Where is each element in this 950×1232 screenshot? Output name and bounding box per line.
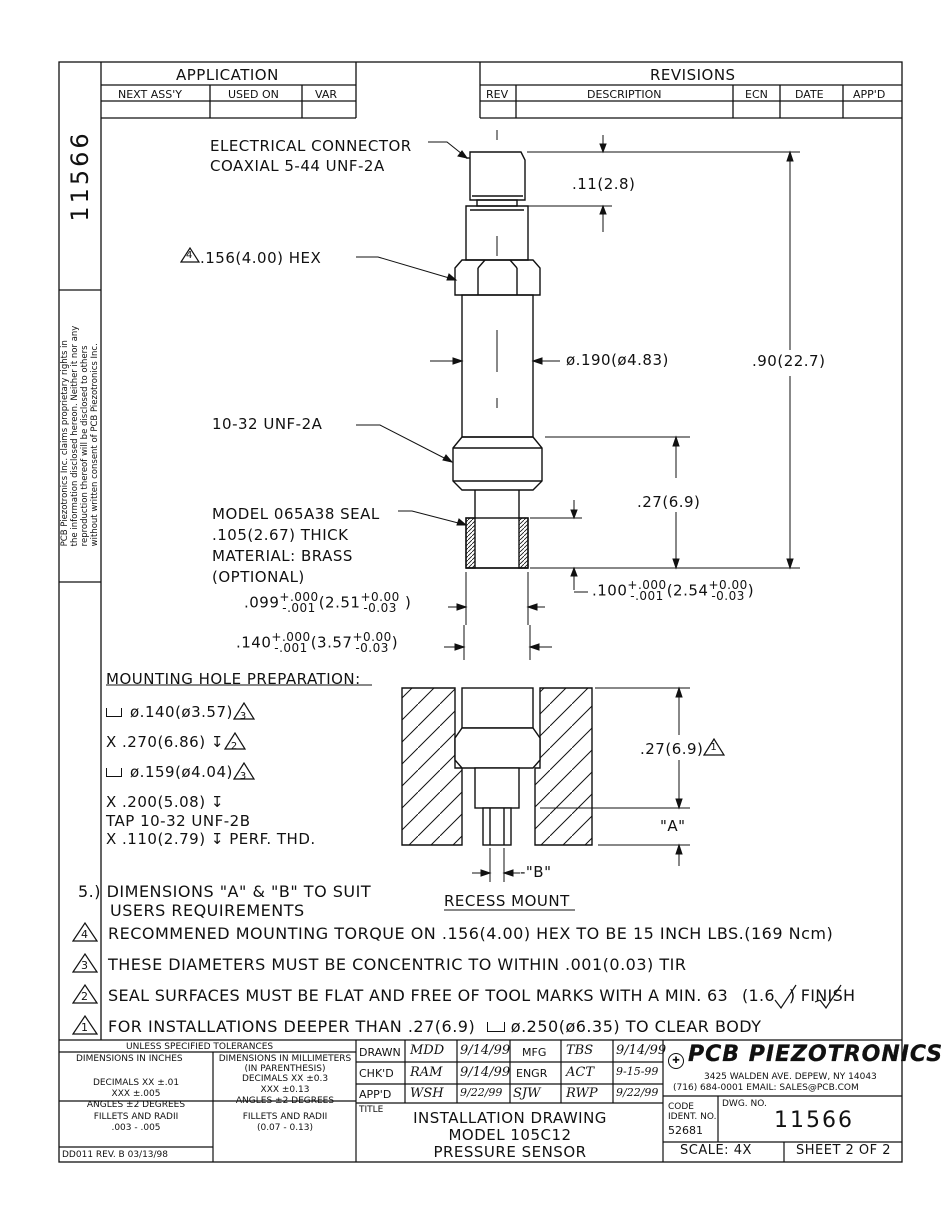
company-contact: (716) 684-0001 EMAIL: SALES@PCB.COM [673,1083,859,1093]
connector-callout: ELECTRICAL CONNECTOR COAXIAL 5-44 UNF-2A [210,137,412,175]
label-appd: APP'D [359,1088,392,1101]
dim-thread-length: .27(6.9) [637,493,701,511]
dim-seal-id: .099 +.000-.001(2.51 +0.00-0.03 ) [244,590,412,615]
dim-top-length: .11(2.8) [572,175,636,193]
triangle-flag-icon: 3 [232,762,255,782]
application-table [101,62,357,119]
company-address: 3425 WALDEN AVE. DEPEW, NY 14043 [704,1072,877,1082]
proprietary-notice: PCB Piezotronics Inc. claims proprietary… [60,325,100,547]
label-mfg: MFG [522,1046,547,1059]
dim-seal-od: .140 +.000-.001(3.57 +0.00-0.03) [236,630,399,655]
rev-col-date: DATE [795,88,824,101]
mfg-date: 9/14/99 [616,1043,667,1058]
dwg-no-label: DWG. NO. [722,1099,767,1109]
depth-icon: ↧ [210,793,224,811]
form-revision: DD011 REV. B 03/13/98 [62,1150,169,1160]
tolerance-header: UNLESS SPECIFIED TOLERANCES [126,1042,274,1052]
pcb-logo-icon: ✚ [668,1053,684,1069]
triangle-flag-icon: 2 [72,984,98,1004]
triangle-flag-icon: 4 [72,922,98,942]
appd-signature: WSH [410,1086,444,1101]
triangle-flag-icon: 2 [223,732,246,752]
revisions-title: REVISIONS [650,66,736,84]
drawing-title: INSTALLATION DRAWING MODEL 105C12 PRESSU… [413,1109,607,1161]
mfg-signature: TBS [566,1043,594,1058]
dim-recess-depth: .27(6.9) 1 [640,738,726,758]
triangle-flag-icon: 1 [703,738,726,756]
extra-date: 9/22/99 [616,1086,659,1099]
sensor-outline [452,151,543,569]
dim-pilot-diameter: .100 +.000-.001(2.54 +0.00-0.03) [592,578,755,603]
triangle-flag-icon: 1 [72,1015,98,1035]
label-chkd: CHK'D [359,1067,394,1080]
triangle-flag-icon: 3 [72,953,98,973]
drawn-signature: MDD [410,1043,445,1058]
dim-body-diameter: ø.190(ø4.83) [566,351,669,369]
label-engr: ENGR [516,1067,548,1080]
mounting-steps: ø.140(ø3.57)3 X .270(6.86) ↧2 ø.159(ø4.0… [106,702,316,848]
extra-signature-1: SJW [513,1086,541,1101]
sheet-number: SHEET 2 OF 2 [796,1143,892,1158]
dim-overall-length: .90(22.7) [752,352,826,370]
depth-icon: ↧ [210,830,224,848]
revisions-table [479,62,902,119]
mounting-title: MOUNTING HOLE PREPARATION: [106,670,361,688]
engr-signature: ACT [566,1065,595,1080]
counterbore-icon [106,768,122,777]
triangle-flag-icon: 3 [232,702,255,722]
application-title: APPLICATION [176,66,279,84]
scale: SCALE: 4X [680,1143,752,1158]
chkd-date: 9/14/99 [460,1065,511,1080]
rev-col-rev: REV [486,88,509,101]
dwg-number: 11566 [774,1108,854,1133]
title-label: TITLE [359,1105,384,1115]
note-5: 5.) DIMENSIONS "A" & "B" TO SUIT USERS R… [78,882,372,920]
app-col-used-on: USED ON [228,88,279,101]
label-drawn: DRAWN [359,1046,401,1059]
dim-b-label: -"B" [520,863,552,881]
depth-icon: ↧ [210,733,224,751]
tol-mm-fillets: FILLETS AND RADII(0.07 - 0.13) [242,1112,328,1133]
counterbore-icon [486,1022,505,1032]
side-drawing-number: 11566 [66,130,94,222]
tol-inch-fillets: FILLETS AND RADII.003 - .005 [93,1112,179,1133]
dim-a-label: "A" [660,817,686,835]
tol-inch-header: DIMENSIONS IN INCHES [76,1054,183,1064]
tol-mm-header: DIMENSIONS IN MILLIMETERS(IN PARENTHESIS… [218,1054,352,1074]
rev-col-description: DESCRIPTION [587,88,662,101]
extra-signature-2: RWP [566,1086,598,1101]
seal-callout: MODEL 065A38 SEAL .105(2.67) THICK MATER… [212,505,380,586]
triangle-flag-icon: 4 [180,247,200,263]
hex-callout: 4 .156(4.00) HEX [180,247,321,267]
chkd-signature: RAM [410,1065,443,1080]
app-col-next-assy: NEXT ASS'Y [118,88,182,101]
thread-callout: 10-32 UNF-2A [212,415,323,433]
recess-mount-title: RECESS MOUNT [444,892,570,910]
drawn-date: 9/14/99 [460,1043,511,1058]
code-number: 52681 [668,1124,703,1137]
recess-mount-section [401,687,593,846]
rev-col-appd: APP'D [853,88,886,101]
app-col-var: VAR [315,88,337,101]
title-block-grid [59,1039,902,1162]
appd-date: 9/22/99 [460,1086,503,1099]
rev-col-ecn: ECN [745,88,768,101]
engr-date: 9-15-99 [616,1065,659,1078]
company-logo: ✚PCB PIEZOTRONICS [668,1042,943,1069]
counterbore-icon [106,708,122,717]
